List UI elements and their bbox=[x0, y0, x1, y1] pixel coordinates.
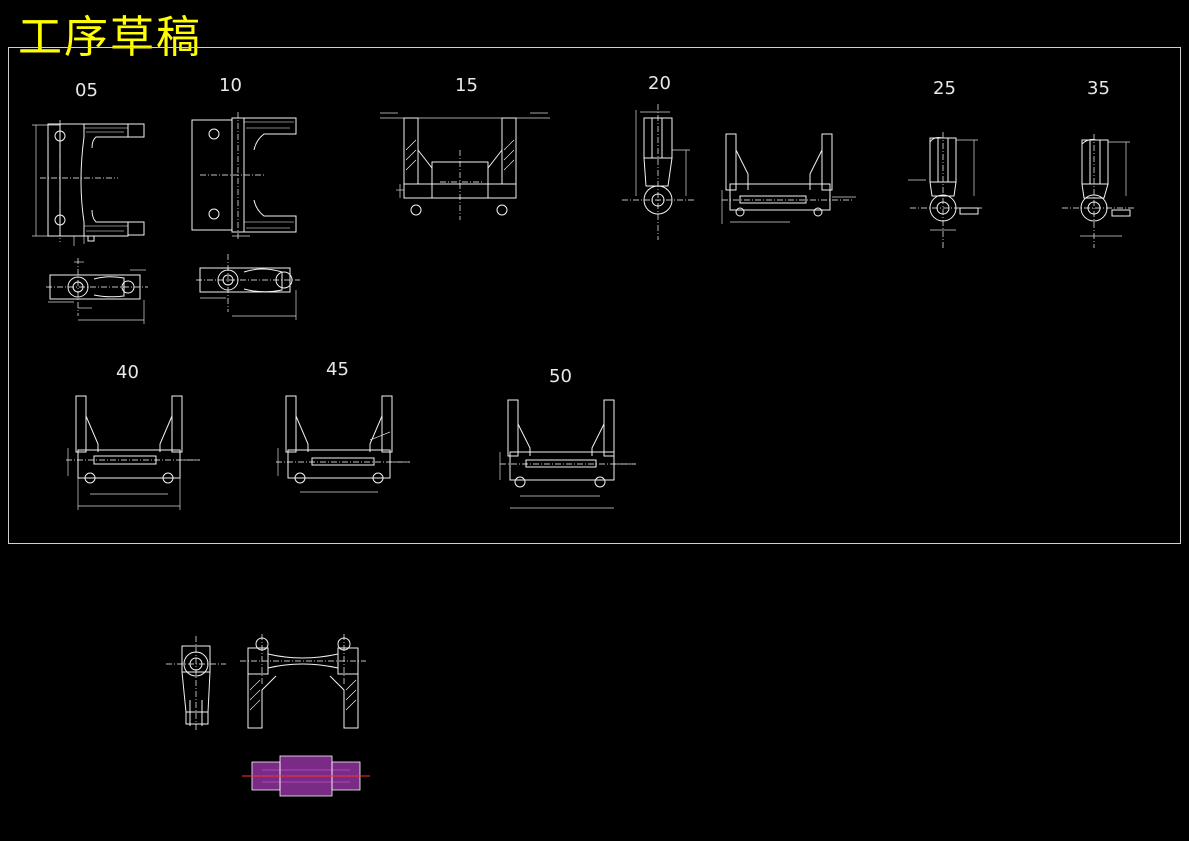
sketch-op-50 bbox=[499, 399, 636, 509]
operation-label-45: 45 bbox=[326, 359, 349, 380]
operation-label-05: 05 bbox=[75, 80, 98, 101]
sketch-op-40 bbox=[66, 395, 200, 510]
sketch-op-05-main bbox=[32, 120, 145, 246]
part-shaft-section bbox=[242, 755, 370, 797]
operation-label-50: 50 bbox=[549, 366, 572, 387]
sketch-op-35 bbox=[1062, 134, 1136, 248]
sketch-op-45 bbox=[276, 395, 410, 493]
sketch-op-10-main bbox=[191, 112, 297, 240]
sketch-op-15 bbox=[380, 112, 550, 220]
operation-label-20: 20 bbox=[648, 73, 671, 94]
part-front-view bbox=[240, 634, 366, 729]
sketch-op-20-front bbox=[721, 133, 856, 224]
operation-label-25: 25 bbox=[933, 78, 956, 99]
sketch-op-10-side bbox=[196, 254, 300, 320]
page-title: 工序草稿 bbox=[18, 12, 202, 63]
sketch-op-20-side bbox=[622, 104, 694, 240]
sketch-op-25 bbox=[908, 132, 984, 248]
operation-label-15: 15 bbox=[455, 75, 478, 96]
operation-label-35: 35 bbox=[1087, 78, 1110, 99]
operation-label-10: 10 bbox=[219, 75, 242, 96]
drawing-frame bbox=[8, 47, 1181, 544]
sketch-op-05-side bbox=[46, 258, 148, 324]
part-side-view bbox=[166, 636, 226, 730]
operation-label-40: 40 bbox=[116, 362, 139, 383]
